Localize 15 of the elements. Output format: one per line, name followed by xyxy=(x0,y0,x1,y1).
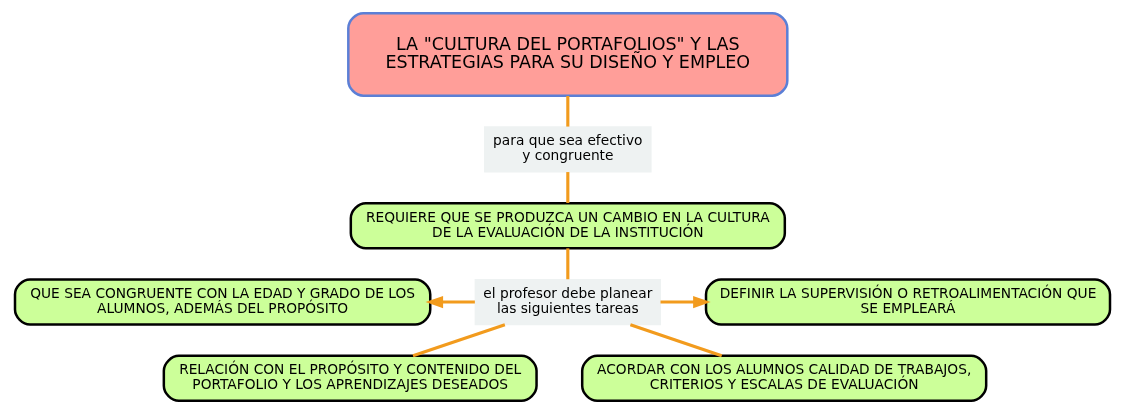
arrow xyxy=(425,295,475,309)
connector xyxy=(629,323,723,358)
node-box: LA "CULTURA DEL PORTAFOLIOS" Y LAS ESTRATEGIAS PARA SU DISEÑO Y EMPLEO xyxy=(347,11,789,97)
node-box: RELACIÓN CON EL PROPÓSITO Y CONTENIDO DEL PORTAFOLIO Y LOS APRENDIZAJES DESEADOS xyxy=(162,354,538,403)
connector xyxy=(412,323,506,358)
node-box: el profesor debe planear las siguientes tareas xyxy=(474,278,661,326)
connector xyxy=(566,172,570,203)
node-box: REQUIERE QUE SE PRODUZCA UN CAMBIO EN LA CULTURA DE LA EVALUACIÓN DE LA INSTITUCIÓN xyxy=(349,202,787,250)
node-box: ACORDAR CON LOS ALUMNOS CALIDAD DE TRABAJOS, CRITERIOS Y ESCALAS DE EVALUACIÓN xyxy=(580,354,988,403)
node-box: DEFINIR LA SUPERVISIÓN O RETROALIMENTACIÓN QUE SE EMPLEARÁ xyxy=(704,278,1112,326)
connector xyxy=(566,248,570,280)
node-box: QUE SEA CONGRUENTE CON LA EDAD Y GRADO DE LOS ALUMNOS, ADEMÁS DEL PROPÓSITO xyxy=(13,278,432,326)
connector xyxy=(566,96,570,127)
arrow xyxy=(660,295,711,309)
node-box: para que sea efectivo y congruente xyxy=(484,126,652,173)
